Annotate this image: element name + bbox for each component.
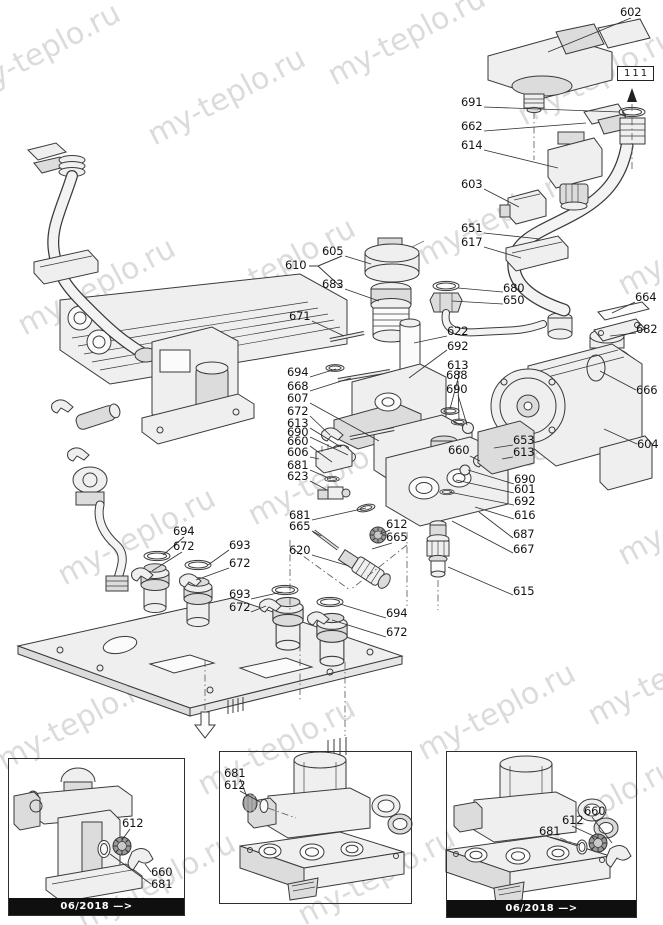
part-callout-683: 683 [322,277,344,291]
pump-inlet-pipe-650 [429,280,547,337]
part-callout-606: 606 [287,445,309,459]
part-callout-672: 672 [287,404,309,418]
part-callout-653: 653 [513,433,535,447]
part-callout-693: 693 [229,587,251,601]
part-callout-613: 613 [287,416,309,430]
inset1-frame [8,758,185,916]
part-callout-660: 660 [151,865,173,879]
inset3-frame [446,751,637,918]
inset3-detail-parts [559,833,632,868]
part-callout-605: 605 [322,244,344,258]
air-vent-614 [547,131,603,211]
part-callout-604: 604 [637,437,659,451]
dhw-inlet-group [134,326,255,445]
part-callout-603: 603 [461,177,483,191]
inset2-frame [219,751,412,904]
part-callout-671: 671 [289,309,311,323]
inset1-date-bar: 06/2018 —> [9,898,184,915]
part-callout-620: 620 [289,543,311,557]
part-callout-665: 665 [386,530,408,544]
part-callout-660: 660 [287,434,309,448]
part-callout-687: 687 [513,527,535,541]
part-callout-681: 681 [289,508,311,522]
return-pipe-assembly [27,142,150,360]
part-callout-612: 612 [122,816,144,830]
part-callout-651: 651 [461,221,483,235]
part-callout-681: 681 [539,824,561,838]
pressure-switch-602 [487,18,651,160]
part-callout-623: 623 [287,469,309,483]
bracket-610 [309,255,343,289]
pump-604 [477,301,653,491]
part-callout-612: 612 [386,517,408,531]
pipe-coupling-691 [583,88,646,170]
manifold-plate [16,532,439,758]
part-callout-614: 614 [461,138,483,152]
part-callout-682: 682 [636,322,658,336]
part-callout-622: 622 [447,324,469,338]
flow-switch-parts [439,407,509,496]
part-callout-694: 694 [287,365,309,379]
part-callout-668: 668 [287,379,309,393]
part-callout-690: 690 [287,425,309,439]
part-callout-667: 667 [513,542,535,556]
part-callout-672: 672 [229,556,251,570]
part-callout-672: 672 [173,539,195,553]
diverter-actuator-605 [364,237,425,283]
hydro-block [329,331,473,489]
part-callout-681: 681 [287,458,309,472]
inset1-hydro-block [13,767,154,903]
part-callout-613: 613 [513,445,535,459]
part-callout-665: 665 [289,519,311,533]
boxed-part-label-111: 111 [617,66,655,81]
bypass-tube-622 [399,318,421,384]
part-callout-690: 690 [514,472,536,486]
part-callout-688: 688 [446,368,468,382]
part-callout-692: 692 [514,494,536,508]
part-callout-681: 681 [151,877,173,891]
part-callout-694: 694 [173,524,195,538]
part-callout-680: 680 [503,281,525,295]
part-callout-691: 691 [461,95,483,109]
part-callout-660: 660 [584,804,606,818]
sensor-603 [499,189,547,225]
microswitch-606 [315,444,353,474]
part-callout-662: 662 [461,119,483,133]
part-callout-613: 613 [447,358,469,372]
part-callout-672: 672 [229,600,251,614]
part-callout-616: 616 [514,508,536,522]
part-callout-690: 690 [446,382,468,396]
ntc-sensor-623 [317,486,351,500]
dhw-outlet-pipe-651 [505,139,634,317]
part-callout-607: 607 [287,391,309,405]
part-callout-650: 650 [503,293,525,307]
part-callout-693: 693 [229,538,251,552]
callout-leader-lines [109,17,638,885]
part-callout-666: 666 [636,383,658,397]
part-callout-610: 610 [285,258,307,272]
part-callout-612: 612 [562,813,584,827]
part-callout-601: 601 [514,482,536,496]
part-callout-660: 660 [448,443,470,457]
part-callout-664: 664 [635,290,657,304]
gas-valve-unit [239,751,413,901]
part-callout-692: 692 [447,339,469,353]
part-callout-681: 681 [224,766,246,780]
inlet-small-parts [51,399,129,592]
inset3-date-bar: 06/2018 —> [447,900,636,917]
part-callout-694: 694 [386,606,408,620]
part-callout-672: 672 [386,625,408,639]
adapter-615 [426,520,450,578]
part-callout-612: 612 [224,778,246,792]
part-callout-615: 615 [513,584,535,598]
part-callout-602: 602 [620,5,642,19]
part-callout-617: 617 [461,235,483,249]
